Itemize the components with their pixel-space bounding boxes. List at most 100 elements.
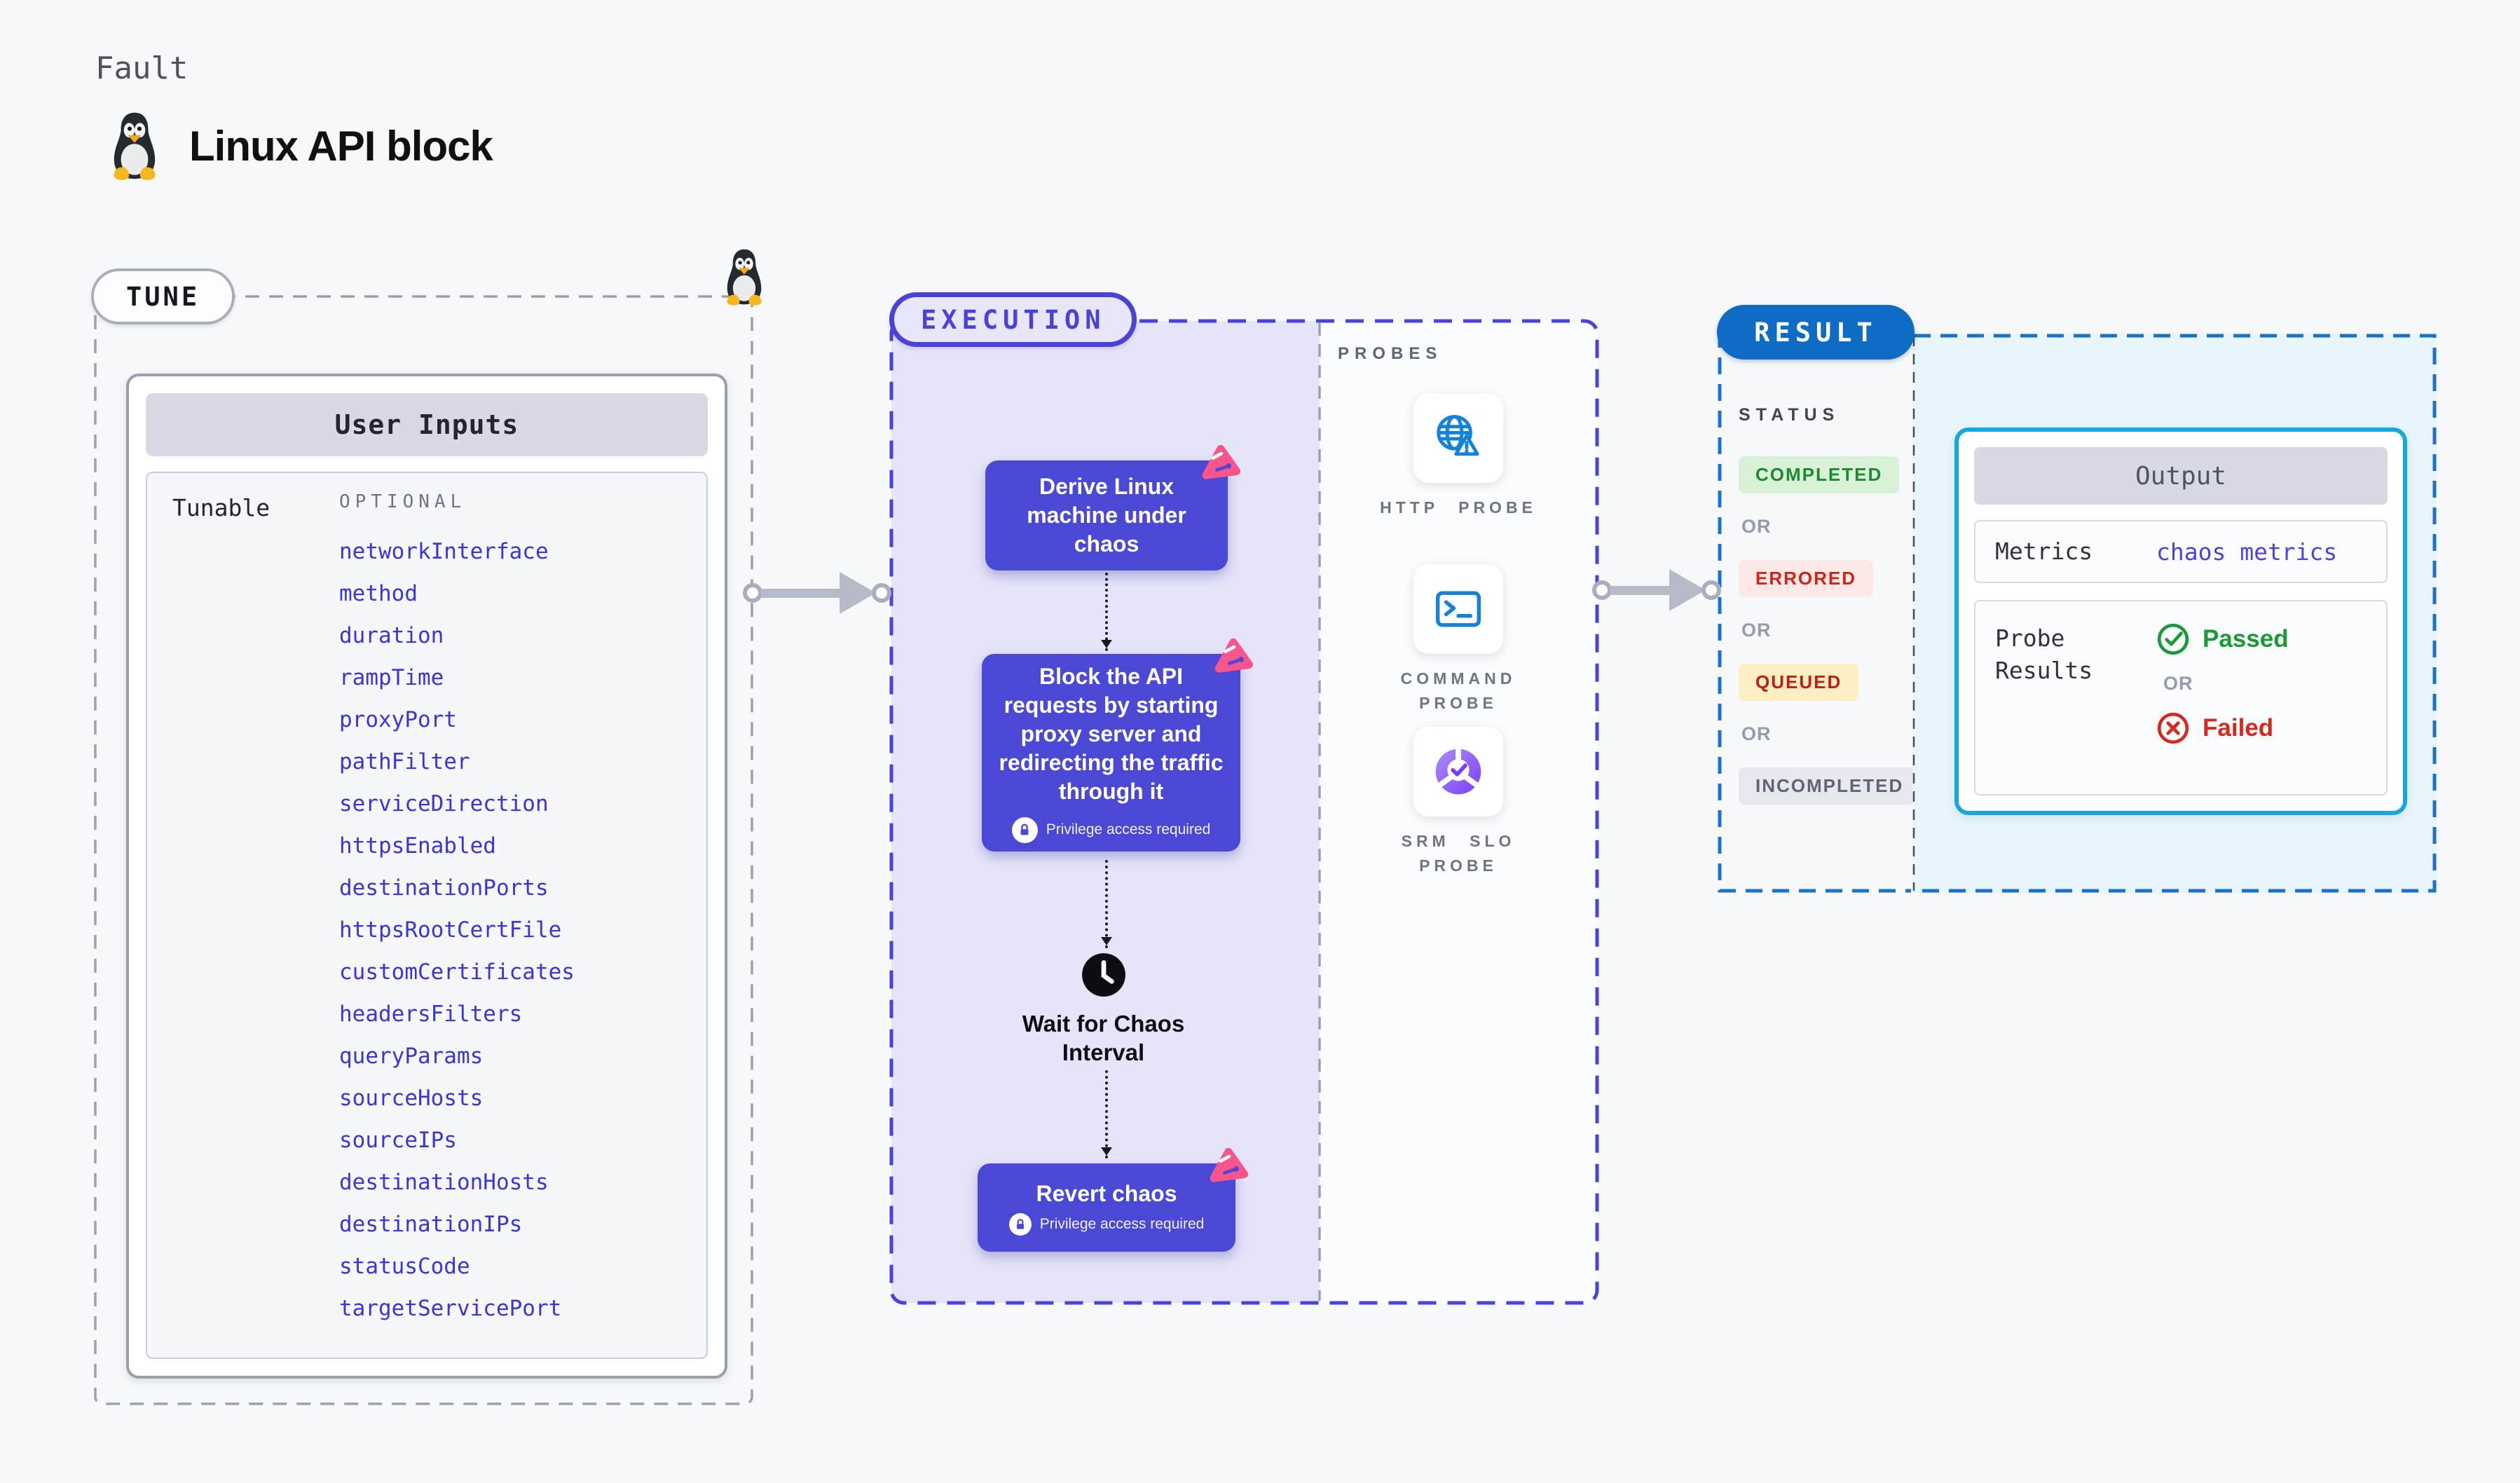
arrow-shaft [761, 588, 841, 598]
param-item: proxyPort [339, 707, 457, 732]
param-item: queryParams [339, 1044, 484, 1069]
tune-pill: TUNE [91, 268, 235, 324]
probe-card [1413, 727, 1503, 816]
probe-card [1413, 564, 1503, 654]
param-item: destinationIPs [339, 1212, 523, 1237]
probe-name: SRM SLO PROBE [1401, 832, 1516, 875]
user-inputs-card: User Inputs Tunable OPTIONAL networkInte… [126, 374, 727, 1379]
param-item: headersFilters [339, 1002, 523, 1027]
wait-label: Wait for Chaos Interval [1022, 1011, 1185, 1066]
flow-connector [1101, 860, 1112, 948]
privilege-text: Privilege access required [1046, 821, 1211, 838]
wait-for-chaos-step: Wait for Chaos Interval [889, 952, 1317, 1067]
param-item: sourceIPs [339, 1128, 457, 1153]
tunable-label: Tunable [172, 494, 271, 521]
param-item: destinationPorts [339, 875, 549, 901]
terminal-icon [1432, 582, 1485, 636]
arrow-start-node [1592, 580, 1612, 600]
tunables-panel: Tunable OPTIONAL networkInterface method d… [146, 472, 708, 1359]
arrow-start-node [743, 583, 762, 603]
probe-results-row: Probe Results Passed OR [1974, 600, 2388, 795]
metrics-label: Metrics [1995, 537, 2093, 565]
arrow-end-node [872, 583, 891, 603]
failed-label: Failed [2203, 714, 2274, 742]
clock-icon [1081, 952, 1127, 998]
param-item: rampTime [339, 665, 444, 690]
param-item: destinationHosts [339, 1170, 549, 1195]
status-badge: COMPLETED [1739, 456, 1900, 493]
chaos-fault-badge-icon [1198, 444, 1242, 486]
http-probe: HTTP PROBE [1320, 393, 1597, 520]
srm-slo-probe: SRM SLO PROBE [1320, 727, 1597, 877]
result-output-area: Output Metrics chaos metrics Probe Resul… [1912, 334, 2437, 893]
privilege-note: Privilege access required [1008, 1213, 1205, 1236]
execution-to-result-arrow [1592, 569, 1721, 611]
status-badge: ERRORED [1739, 560, 1874, 597]
flow-connector [1101, 1070, 1112, 1159]
step-block-api: Block the API requests by starting proxy… [982, 638, 1254, 852]
probe-name: COMMAND PROBE [1400, 669, 1516, 712]
param-item: pathFilter [339, 749, 470, 774]
lock-icon [1008, 1213, 1032, 1236]
param-item: statusCode [339, 1254, 470, 1279]
probe-results-label: Probe Results [1995, 624, 2093, 685]
arrow-head [840, 572, 876, 614]
or-separator: OR [2163, 673, 2193, 694]
failed-result: Failed [2156, 711, 2289, 745]
slo-donut-check-icon [1431, 744, 1486, 799]
globe-warning-icon [1432, 411, 1485, 465]
param-item: sourceHosts [339, 1086, 484, 1111]
user-inputs-header: User Inputs [146, 393, 708, 456]
command-probe: COMMAND PROBE [1320, 564, 1597, 715]
execution-pill: EXECUTION [889, 292, 1137, 347]
execution-section: EXECUTION Derive Linux machine under cha… [889, 292, 1599, 1305]
arrow-shaft [1610, 585, 1671, 595]
step-text: Derive Linux machine under chaos [1027, 474, 1186, 556]
output-header: Output [1974, 447, 2388, 505]
param-item: targetServicePort [339, 1296, 562, 1321]
result-pill: RESULT [1717, 305, 1915, 360]
output-card: Output Metrics chaos metrics Probe Resul… [1954, 428, 2407, 815]
param-item: method [339, 581, 418, 606]
linux-tux-icon-small [718, 247, 770, 306]
arrow-head [1669, 569, 1706, 611]
metrics-row: Metrics chaos metrics [1974, 520, 2388, 583]
or-separator: OR [1741, 620, 1772, 641]
passed-label: Passed [2203, 625, 2289, 652]
param-item: customCertificates [339, 959, 575, 985]
page-title: Linux API block [189, 122, 493, 170]
step-text: Revert chaos [1036, 1180, 1177, 1206]
page-header: Linux API block [102, 111, 493, 181]
lock-icon [1011, 816, 1038, 843]
step-revert-chaos: Revert chaos Privilege access required [978, 1147, 1249, 1252]
probes-label: PROBES [1338, 344, 1443, 363]
param-list: networkInterface method duration rampTime pr… [339, 531, 692, 1330]
fault-kind-label: Fault [95, 50, 189, 86]
param-item: serviceDirection [339, 791, 549, 816]
optional-label: OPTIONAL [339, 491, 467, 512]
flow-connector [1101, 573, 1112, 651]
tune-to-execution-arrow [743, 572, 891, 614]
status-badge: QUEUED [1739, 664, 1859, 701]
chaos-fault-badge-icon [1211, 637, 1254, 679]
metrics-value: chaos metrics [2156, 538, 2338, 566]
status-badge: INCOMPLETED [1739, 767, 1921, 805]
chaos-fault-badge-icon [1206, 1147, 1249, 1189]
step-derive-machine: Derive Linux machine under chaos [985, 444, 1241, 570]
probe-card [1413, 393, 1503, 483]
passed-result: Passed [2156, 622, 2289, 656]
param-item: duration [339, 623, 444, 648]
tune-section: TUNE User Inputs Tunable OPTIONAL networ… [91, 249, 762, 1405]
linux-tux-icon [102, 111, 167, 181]
privilege-text: Privilege access required [1039, 1216, 1205, 1233]
check-circle-icon [2156, 622, 2190, 656]
param-item: networkInterface [339, 539, 549, 564]
status-label: STATUS [1739, 405, 1840, 425]
param-item: httpsRootCertFile [339, 917, 562, 943]
or-separator: OR [1741, 516, 1772, 537]
privilege-note: Privilege access required [1011, 816, 1211, 843]
step-text: Block the API requests by starting proxy… [999, 664, 1224, 804]
